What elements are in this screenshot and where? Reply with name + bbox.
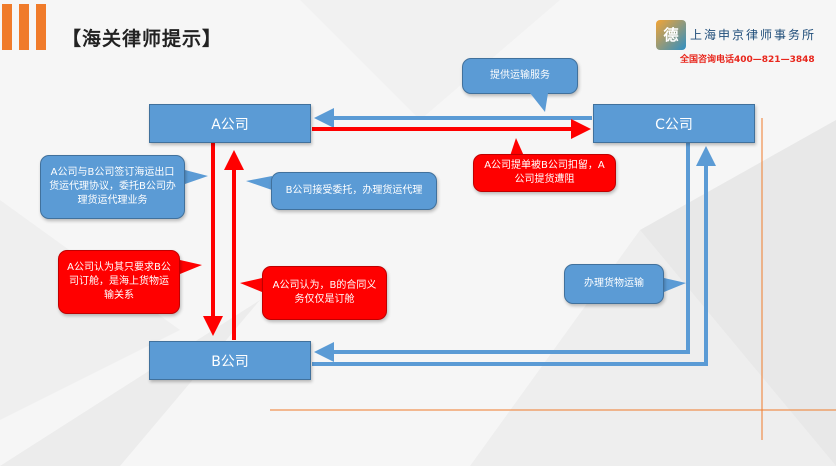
callout-transport-service-text: 提供运输服务 (490, 70, 550, 81)
arrow-b-to-c (312, 146, 716, 366)
callout-detain-text: A公司提单被B公司扣留，A公司提货遭阻 (484, 160, 605, 185)
firm-logo: 德 上海申京律师事务所 全国咨询电话400—821—3848 (656, 18, 832, 68)
callout-transport-service: 提供运输服务 (462, 58, 578, 94)
callout-accept-text: B公司接受委托，办理货运代理 (285, 185, 423, 196)
page-title: 【海关律师提示】 (62, 28, 223, 50)
firm-name: 上海申京律师事务所 (690, 28, 817, 42)
callout-a-view2: A公司认为，B的合同义务仅仅是订舱 (262, 266, 387, 320)
callout-a-view: A公司认为其只要求B公司订舱，是海上货物运输关系 (58, 250, 180, 314)
callout-agreement-text: A公司与B公司签订海运出口货运代理协议，委托B公司办理货运代理业务 (49, 167, 176, 206)
callout-a-view2-text: A公司认为，B的合同义务仅仅是订舱 (272, 280, 377, 305)
logo-mark-icon: 德 (656, 20, 686, 50)
company-b-box: B公司 (149, 341, 311, 380)
callout-transport-text: 办理货物运输 (584, 278, 644, 289)
callout-agreement: A公司与B公司签订海运出口货运代理协议，委托B公司办理货运代理业务 (40, 155, 185, 219)
arrow-c-to-b (314, 142, 690, 362)
firm-phone: 全国咨询电话400—821—3848 (680, 55, 815, 65)
callout-accept: B公司接受委托，办理货运代理 (271, 172, 437, 210)
callout-a-view-text: A公司认为其只要求B公司订舱，是海上货物运输关系 (67, 262, 171, 301)
company-a-box: A公司 (149, 104, 311, 143)
callout-transport: 办理货物运输 (564, 264, 664, 304)
company-c-box: C公司 (593, 104, 755, 143)
callout-detain: A公司提单被B公司扣留，A公司提货遭阻 (473, 154, 616, 192)
